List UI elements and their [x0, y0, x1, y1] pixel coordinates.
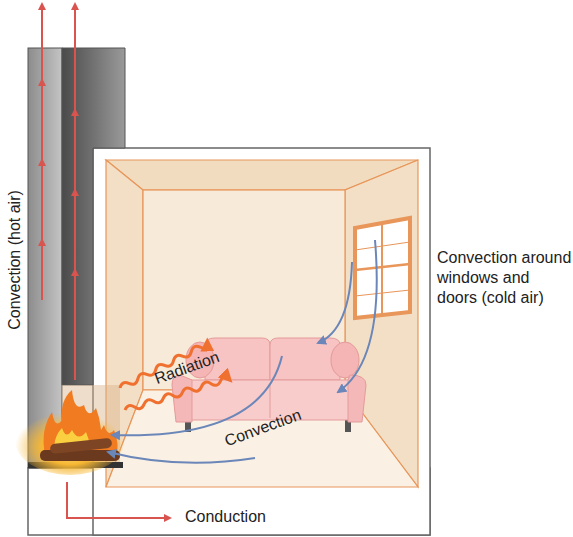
conduction-label: Conduction	[185, 507, 295, 527]
house-wall	[93, 148, 430, 535]
convection-label: Convection around windows and doors (col…	[437, 248, 572, 308]
chimney-right	[62, 48, 125, 385]
window-bar	[355, 290, 410, 296]
window	[355, 218, 410, 318]
cold-air-arrows	[108, 240, 377, 463]
conduction-arrow	[67, 482, 170, 518]
convection-label: Convection (hot air)	[5, 180, 25, 340]
window-bar	[381, 223, 383, 315]
window-bar	[355, 264, 410, 270]
log	[50, 438, 113, 454]
hot-air-arrows	[42, 4, 75, 380]
chimney-left	[28, 48, 62, 468]
window-bar	[355, 242, 410, 250]
